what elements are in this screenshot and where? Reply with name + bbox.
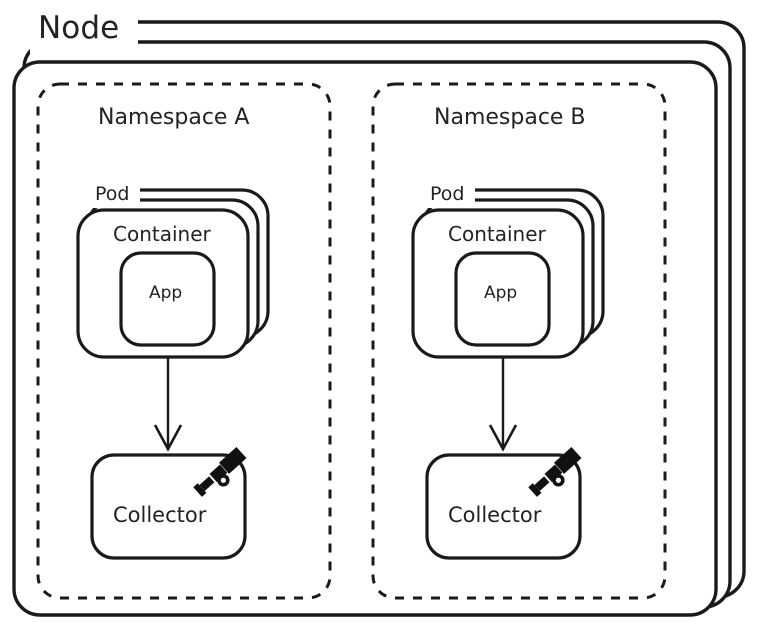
pod-b-label-backdrop: [427, 180, 475, 208]
collector-a-label: Collector: [113, 503, 207, 527]
namespace-a-group: [36, 82, 332, 600]
namespace-a-label: Namespace A: [98, 105, 250, 130]
pod-b-label: Pod: [430, 183, 465, 205]
namespace-a-collector: [90, 446, 252, 560]
pod-a-label: Pod: [95, 183, 130, 205]
app-box: [119, 251, 216, 347]
namespace-a-arrow: [153, 357, 183, 452]
app-a-label: App: [149, 283, 183, 303]
namespace-b-collector: [425, 446, 587, 560]
container-a-label: Container: [113, 222, 211, 246]
app-box: [454, 251, 551, 347]
namespace-b-arrow: [488, 357, 518, 452]
node-label-backdrop: [30, 8, 138, 58]
namespace-b-label: Namespace B: [434, 105, 586, 130]
collector-b-label: Collector: [448, 503, 542, 527]
namespace-b-group: [371, 82, 667, 600]
namespace-b-boundary: [371, 82, 667, 600]
namespace-a-boundary: [36, 82, 332, 600]
pod-a-label-backdrop: [92, 180, 140, 208]
namespace-a-pod-stack: [76, 188, 270, 359]
node-title: Node: [38, 10, 120, 46]
app-b-label: App: [484, 283, 518, 303]
container-b-label: Container: [448, 222, 546, 246]
namespace-b-pod-stack: [411, 188, 605, 359]
